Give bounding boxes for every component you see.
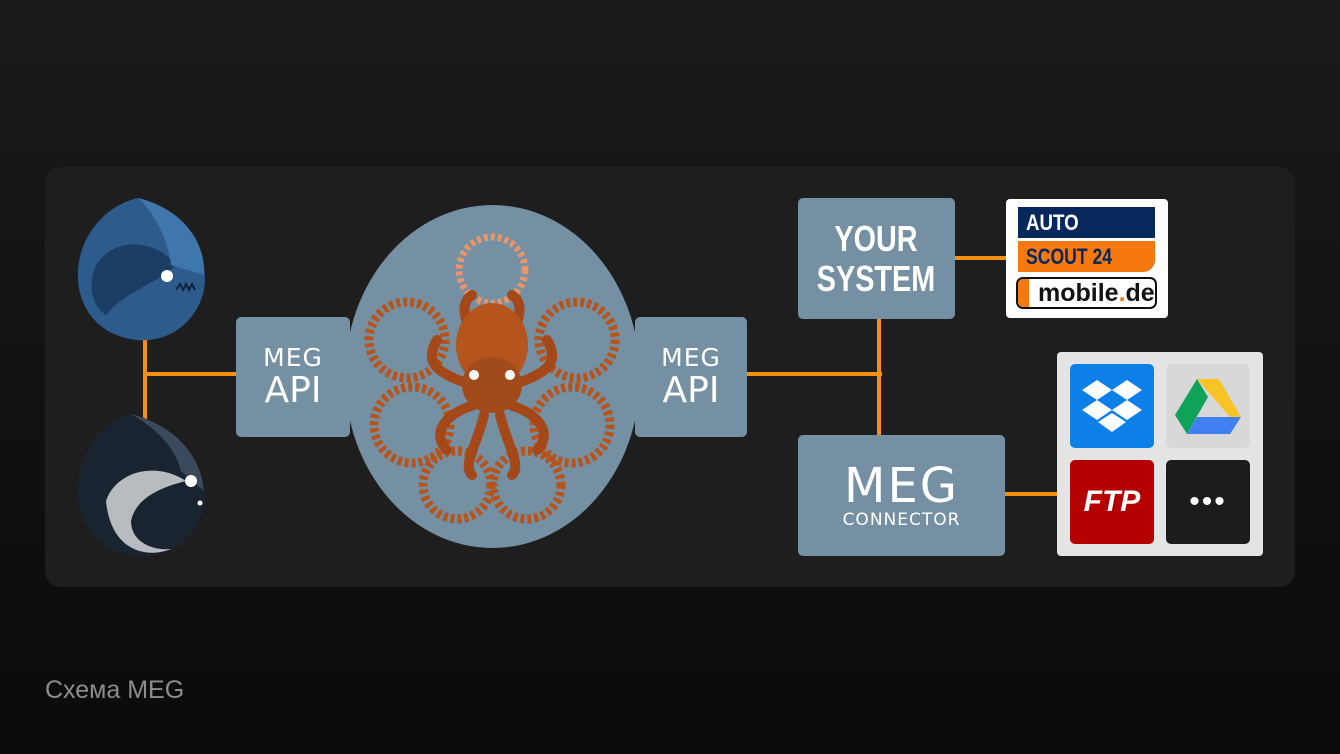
more-icon: ••• [1166, 460, 1250, 544]
ftp-icon: FTP [1070, 460, 1154, 544]
connector-line [877, 318, 881, 437]
caption: Схема MEG [45, 676, 185, 704]
blue-fish-logo [77, 198, 205, 341]
meg-connector-line2: CONNECTOR [842, 509, 961, 530]
autoscout-auto: AUTO [1018, 207, 1155, 238]
mobile-de-logo: mobile.de [1016, 277, 1157, 309]
meg-api-right: MEG API [635, 317, 747, 437]
meg-api-left-line2: API [264, 370, 322, 411]
connector-line [143, 372, 238, 376]
octopus-icon [364, 233, 620, 524]
meg-api-left-line1: MEG [263, 343, 323, 372]
your-system-line2: SYSTEM [817, 257, 936, 299]
connector-line [1003, 492, 1059, 496]
meg-api-right-line1: MEG [661, 343, 721, 372]
meg-api-left: MEG API [236, 317, 350, 437]
meg-connector-line1: MEG [844, 457, 959, 514]
your-system-box: YOUR SYSTEM [798, 198, 955, 319]
orca-logo [77, 414, 205, 557]
autoscout-scout24: SCOUT 24 [1018, 241, 1155, 272]
your-system-line1: YOUR [834, 217, 919, 259]
storage-grid: FTP ••• [1057, 352, 1263, 556]
meg-connector-box: MEG CONNECTOR [798, 435, 1005, 556]
meg-api-right-line2: API [662, 370, 720, 411]
connector-line [745, 372, 882, 376]
marketplaces-card: AUTO SCOUT 24 mobile.de [1006, 199, 1168, 318]
connector-line [143, 305, 147, 423]
connector-line [953, 256, 1008, 260]
dropbox-icon [1070, 364, 1154, 448]
google-drive-icon [1166, 364, 1250, 448]
